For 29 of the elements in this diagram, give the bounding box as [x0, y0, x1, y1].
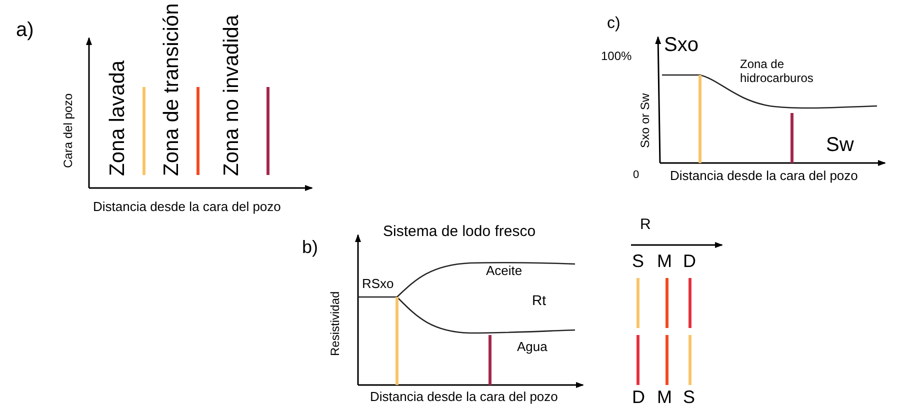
curve-label: Aceite	[486, 263, 522, 279]
curve-label: RSxo	[362, 276, 394, 292]
axis-tick-label: 100%	[601, 49, 632, 64]
tool-letter: S	[632, 251, 644, 273]
chart-title: Sistema de lodo fresco	[383, 223, 536, 241]
zone-label: Zona no invadida	[219, 14, 244, 176]
axis-label: Resistividad	[328, 291, 342, 356]
axis-label: Distancia desde la cara del pozo	[93, 199, 281, 215]
region-label: Rt	[532, 292, 546, 309]
tool-letter: M	[657, 251, 672, 273]
panel-label: b)	[302, 237, 318, 259]
axis-label: Distancia desde la cara del pozo	[370, 389, 558, 405]
axis-label: Distancia desde la cara del pozo	[670, 168, 858, 184]
panel-label: c)	[607, 14, 620, 34]
tool-letter: D	[683, 251, 696, 273]
zone-label: Zona lavada	[105, 60, 130, 176]
curve-label: Agua	[517, 339, 548, 355]
axis-label: R	[640, 216, 651, 234]
zone-label: Zona de transición	[159, 3, 184, 176]
tool-letter: D	[632, 387, 645, 409]
axis-label: Sxo or Sw	[638, 93, 652, 148]
axis-tick-label: 0	[633, 169, 640, 182]
curve-label: Sw	[826, 133, 854, 157]
panel-label: a)	[16, 18, 34, 42]
region-label: Zona de hidrocarburos	[740, 57, 814, 86]
tool-letter: M	[657, 387, 672, 409]
curve-label: Sxo	[664, 33, 698, 57]
axis-label: Cara del pozo	[60, 93, 76, 168]
tool-letter: S	[683, 387, 696, 409]
